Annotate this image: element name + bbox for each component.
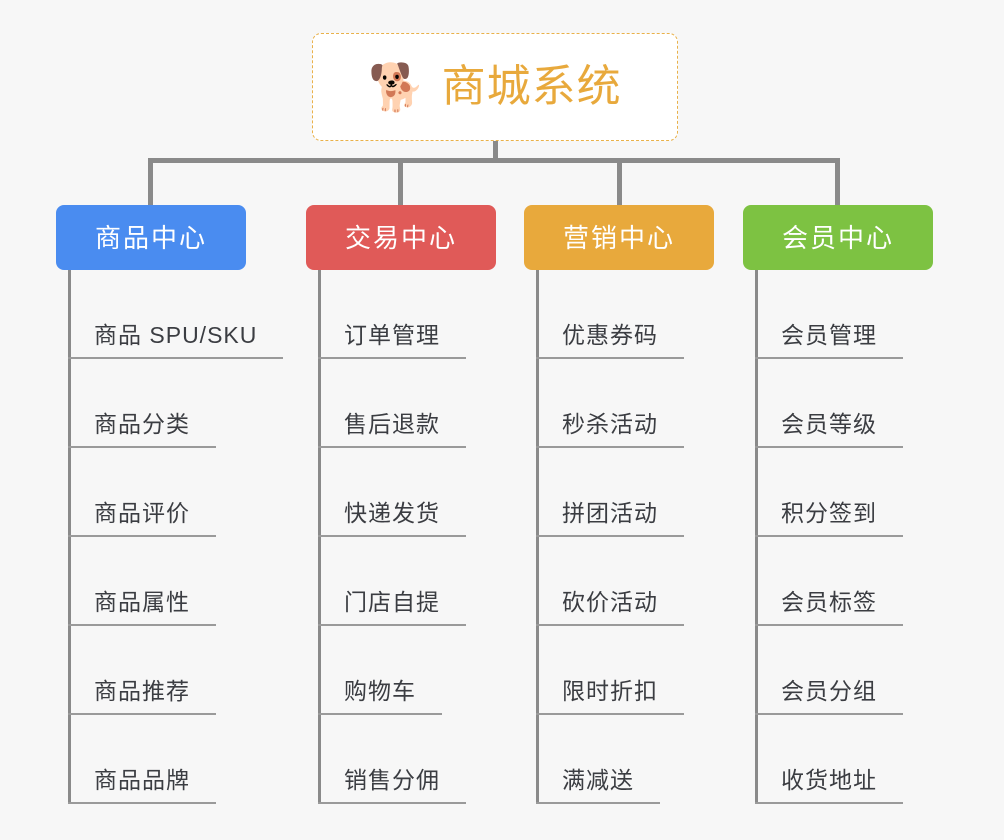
distribution-bar-connector — [148, 158, 840, 163]
item-list-member-center: 会员管理 会员等级 积分签到 会员标签 会员分组 收货地址 — [743, 270, 933, 804]
drop-connector-marketing-center — [617, 158, 622, 206]
list-item-label: 购物车 — [344, 678, 416, 704]
root-node[interactable]: 🐕 商城系统 — [312, 33, 678, 141]
list-item[interactable]: 收货地址 — [743, 715, 933, 804]
column-header-label: 会员中心 — [781, 222, 894, 253]
list-item[interactable]: 限时折扣 — [524, 626, 714, 715]
list-item[interactable]: 商品评价 — [56, 448, 283, 537]
list-item-label: 砍价活动 — [562, 589, 658, 615]
column-marketing-center: 营销中心 优惠券码 秒杀活动 拼团活动 砍价活动 限时折扣 满减送 — [524, 205, 714, 804]
column-spine-connector — [68, 270, 71, 804]
column-header-label: 商品中心 — [94, 222, 207, 253]
list-item[interactable]: 积分签到 — [743, 448, 933, 537]
list-item-label: 商品分类 — [94, 411, 190, 437]
column-header-product-center[interactable]: 商品中心 — [56, 205, 246, 270]
list-item[interactable]: 售后退款 — [306, 359, 496, 448]
list-item-label: 订单管理 — [344, 322, 440, 348]
list-item-label: 满减送 — [562, 767, 634, 793]
column-spine-connector — [318, 270, 321, 804]
list-item[interactable]: 优惠券码 — [524, 270, 714, 359]
list-item-label: 会员管理 — [781, 322, 877, 348]
list-item-label: 拼团活动 — [562, 500, 658, 526]
list-item-label: 商品 SPU/SKU — [94, 322, 258, 348]
list-item[interactable]: 会员标签 — [743, 537, 933, 626]
list-item-label: 会员分组 — [781, 678, 877, 704]
list-item[interactable]: 销售分佣 — [306, 715, 496, 804]
column-spine-connector — [755, 270, 758, 804]
drop-connector-product-center — [148, 158, 153, 206]
list-item-label: 收货地址 — [781, 767, 877, 793]
list-item-label: 会员标签 — [781, 589, 877, 615]
list-item[interactable]: 满减送 — [524, 715, 714, 804]
list-item-label: 门店自提 — [344, 589, 440, 615]
list-item[interactable]: 会员分组 — [743, 626, 933, 715]
root-title: 商城系统 — [441, 62, 622, 111]
item-list-product-center: 商品 SPU/SKU 商品分类 商品评价 商品属性 商品推荐 商品品牌 — [56, 270, 284, 804]
list-item[interactable]: 商品分类 — [56, 359, 283, 448]
list-item[interactable]: 门店自提 — [306, 537, 496, 626]
root-trunk-connector — [493, 141, 498, 162]
column-product-center: 商品中心 商品 SPU/SKU 商品分类 商品评价 商品属性 商品推荐 商品品牌 — [56, 205, 284, 804]
list-item[interactable]: 秒杀活动 — [524, 359, 714, 448]
list-item[interactable]: 会员等级 — [743, 359, 933, 448]
list-item[interactable]: 商品推荐 — [56, 626, 283, 715]
list-item-label: 快递发货 — [344, 500, 440, 526]
column-header-marketing-center[interactable]: 营销中心 — [524, 205, 714, 270]
shiba-dog-face-icon: 🐕 — [368, 61, 426, 113]
list-item-label: 会员等级 — [781, 411, 877, 437]
item-list-trade-center: 订单管理 售后退款 快递发货 门店自提 购物车 销售分佣 — [306, 270, 496, 804]
list-item[interactable]: 商品 SPU/SKU — [56, 270, 284, 359]
list-item-label: 商品推荐 — [94, 678, 190, 704]
list-item-label: 销售分佣 — [344, 767, 440, 793]
drop-connector-member-center — [835, 158, 840, 206]
column-spine-connector — [536, 270, 539, 804]
list-item[interactable]: 订单管理 — [306, 270, 496, 359]
list-item[interactable]: 购物车 — [306, 626, 496, 715]
column-header-member-center[interactable]: 会员中心 — [743, 205, 933, 270]
list-item[interactable]: 快递发货 — [306, 448, 496, 537]
list-item-label: 秒杀活动 — [562, 411, 658, 437]
list-item-label: 限时折扣 — [562, 678, 658, 704]
column-header-label: 营销中心 — [562, 222, 675, 253]
column-trade-center: 交易中心 订单管理 售后退款 快递发货 门店自提 购物车 销售分佣 — [306, 205, 496, 804]
list-item-label: 商品品牌 — [94, 767, 190, 793]
drop-connector-trade-center — [398, 158, 403, 206]
list-item[interactable]: 商品属性 — [56, 537, 283, 626]
list-item[interactable]: 砍价活动 — [524, 537, 714, 626]
column-member-center: 会员中心 会员管理 会员等级 积分签到 会员标签 会员分组 收货地址 — [743, 205, 933, 804]
list-item[interactable]: 会员管理 — [743, 270, 933, 359]
list-item[interactable]: 拼团活动 — [524, 448, 714, 537]
item-list-marketing-center: 优惠券码 秒杀活动 拼团活动 砍价活动 限时折扣 满减送 — [524, 270, 714, 804]
list-item[interactable]: 商品品牌 — [56, 715, 283, 804]
column-header-label: 交易中心 — [344, 222, 457, 253]
list-item-label: 优惠券码 — [562, 322, 658, 348]
list-item-label: 售后退款 — [344, 411, 440, 437]
list-item-label: 积分签到 — [781, 500, 877, 526]
column-header-trade-center[interactable]: 交易中心 — [306, 205, 496, 270]
list-item-label: 商品评价 — [94, 500, 190, 526]
list-item-label: 商品属性 — [94, 589, 190, 615]
